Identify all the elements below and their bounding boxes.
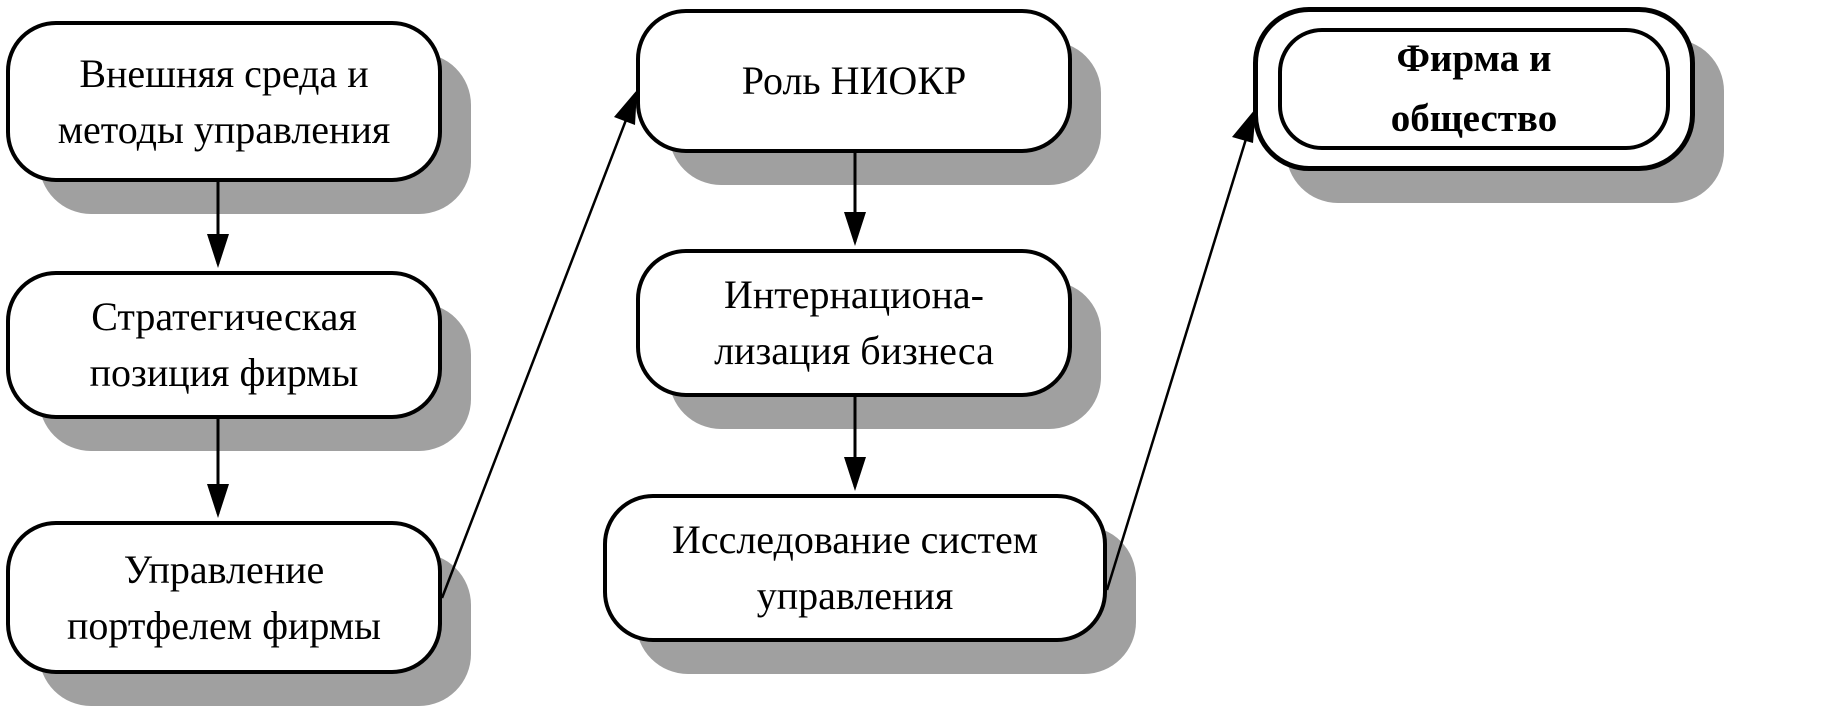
node-label: Фирма и общество bbox=[1390, 37, 1558, 140]
node-management-systems-research: Исследование систем управления bbox=[603, 494, 1107, 642]
node-label: Интернациона- лизация бизнеса bbox=[714, 272, 994, 373]
arrowhead-icon bbox=[614, 90, 637, 125]
arrowhead-icon bbox=[207, 484, 229, 518]
node-external-environment: Внешняя среда и методы управления bbox=[6, 21, 442, 182]
arrow-portfolio-to-rnd bbox=[440, 93, 638, 599]
arrow-research-to-firm-society bbox=[1105, 112, 1256, 591]
arrowhead-icon bbox=[1232, 108, 1256, 143]
node-label: Стратегическая позиция фирмы bbox=[89, 294, 359, 395]
arrowhead-icon bbox=[207, 234, 229, 268]
node-label: Исследование систем управления bbox=[671, 517, 1039, 618]
arrowhead-icon bbox=[844, 212, 866, 246]
node-inner-border: Фирма и общество bbox=[1278, 28, 1670, 150]
node-strategic-position: Стратегическая позиция фирмы bbox=[6, 271, 442, 419]
node-label: Управление портфелем фирмы bbox=[67, 546, 381, 648]
node-internationalization: Интернациона- лизация бизнеса bbox=[636, 249, 1072, 397]
arrowhead-icon bbox=[844, 457, 866, 491]
node-portfolio-management: Управление портфелем фирмы bbox=[6, 521, 442, 674]
node-rnd-role: Роль НИОКР bbox=[636, 9, 1072, 153]
node-label: Роль НИОКР bbox=[741, 58, 967, 103]
node-firm-and-society: Фирма и общество bbox=[1253, 7, 1695, 171]
node-label: Внешняя среда и методы управления bbox=[57, 50, 391, 152]
